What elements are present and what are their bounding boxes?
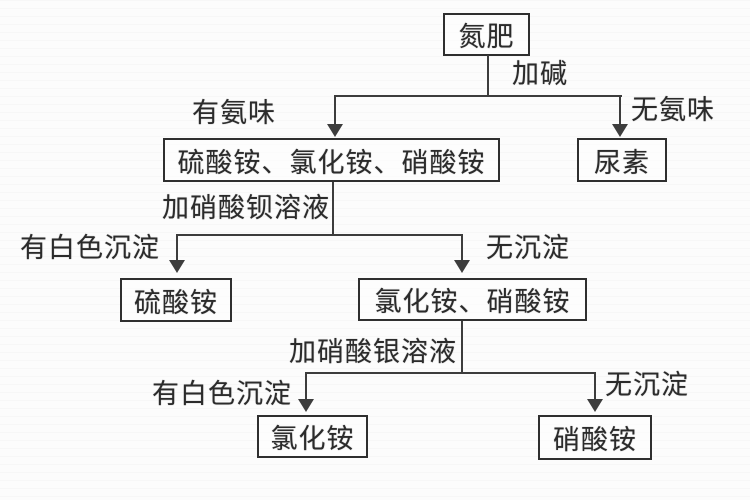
arrowhead-down-icon [612,124,628,137]
edge-label-white-precipitate-1: 有白色沉淀 [20,233,160,263]
arrowhead-down-icon [169,260,185,273]
edge-label-add-alkali: 加碱 [512,59,568,89]
edge-label-white-precipitate-2: 有白色沉淀 [152,379,292,409]
connector-split1-horizontal [334,95,622,97]
edge-label-no-precipitate-1: 无沉淀 [486,233,570,263]
connector-group2-down [461,321,463,374]
connector-split2-left-down [176,234,178,262]
connector-split3-left-down [305,372,307,401]
connector-split1-left-down [334,95,336,126]
connector-root-down [487,55,489,97]
arrowhead-down-icon [587,399,603,412]
arrowhead-down-icon [327,124,343,137]
edge-label-add-barium-nitrate: 加硝酸钡溶液 [162,193,330,223]
node-nitrogen-fertilizer: 氮肥 [443,13,530,56]
node-ammonium-sulfate: 硫酸铵 [120,278,232,322]
node-ammonium-nitrate: 硝酸铵 [538,415,652,460]
node-ammonium-chloride: 氯化铵 [257,415,368,458]
connector-split2-right-down [461,234,463,262]
edge-label-add-silver-nitrate: 加硝酸银溶液 [289,337,457,367]
edge-label-has-ammonia-smell: 有氨味 [192,98,276,128]
connector-group1-down [332,182,334,236]
edge-label-no-ammonia-smell: 无氨味 [631,95,715,125]
connector-split3-right-down [594,372,596,401]
connector-split2-horizontal [176,234,463,236]
edge-label-no-precipitate-2: 无沉淀 [605,370,689,400]
connector-split3-horizontal [305,372,596,374]
node-ammonium-salts-group: 硫酸铵、氯化铵、硝酸铵 [163,138,500,182]
arrowhead-down-icon [454,260,470,273]
connector-split1-right-down [619,95,621,126]
node-chloride-nitrate-group: 氯化铵、硝酸铵 [358,278,587,321]
node-urea: 尿素 [577,138,667,182]
arrowhead-down-icon [298,399,314,412]
